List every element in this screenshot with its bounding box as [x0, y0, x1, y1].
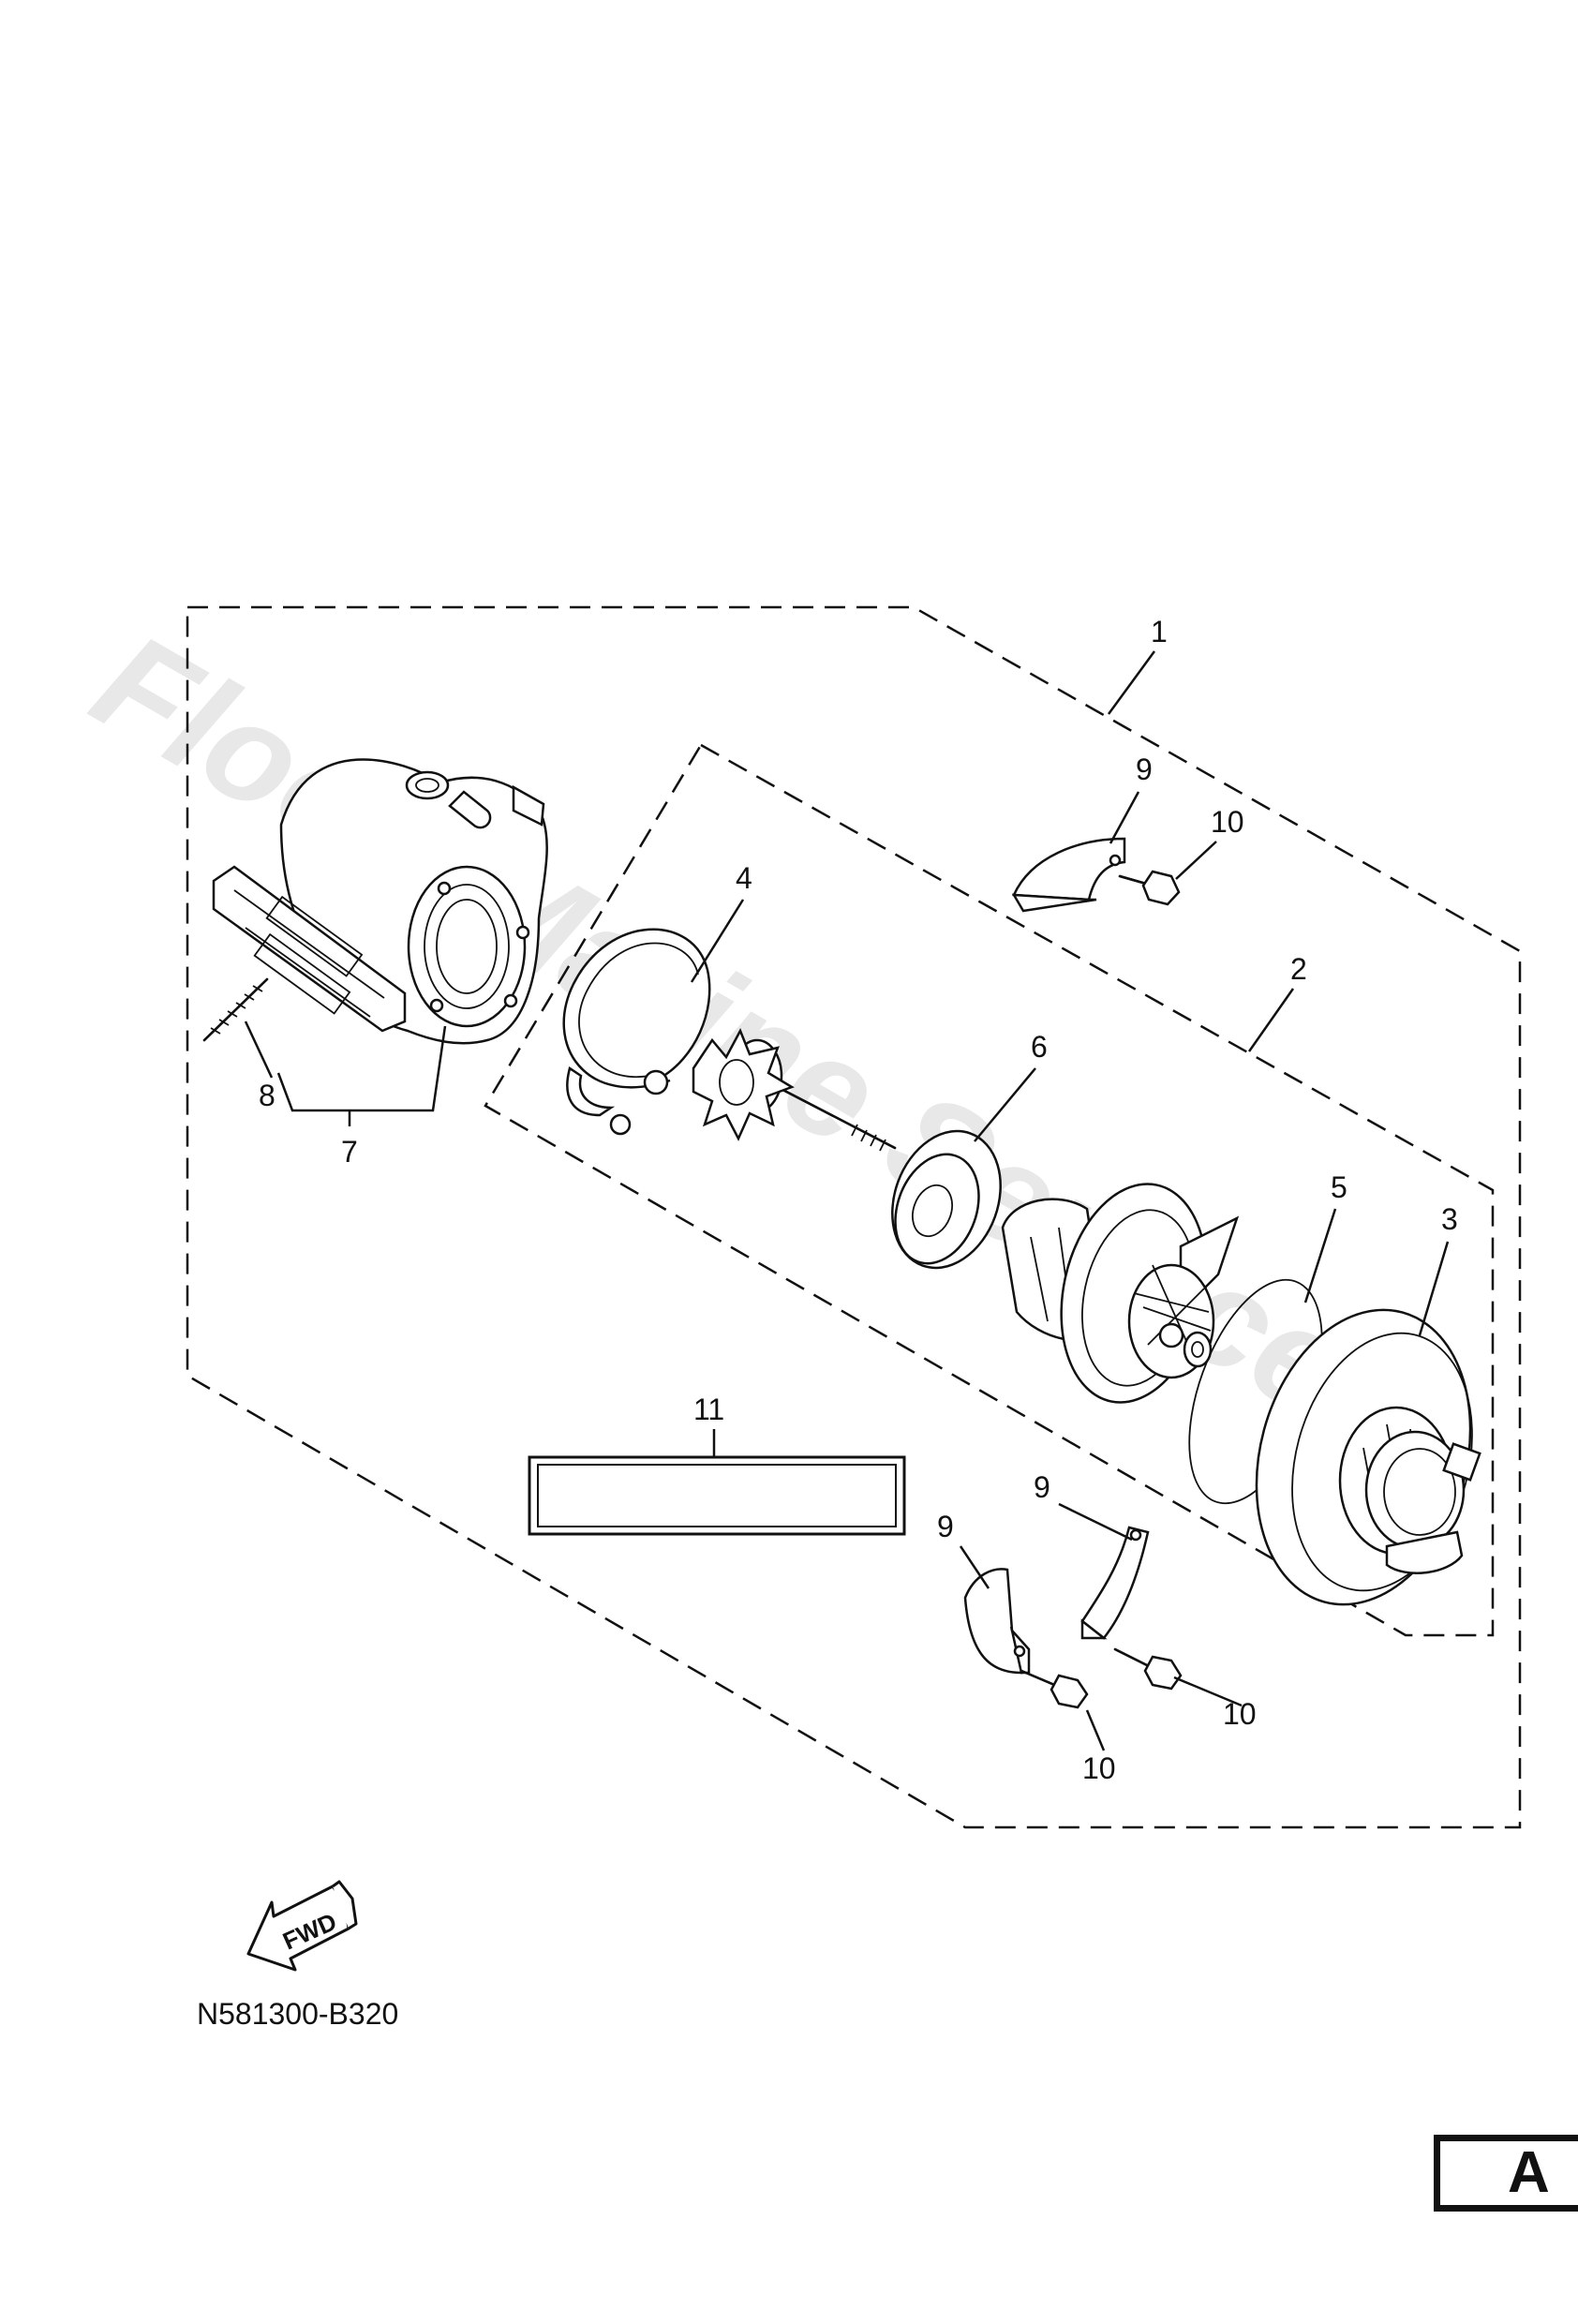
leader-10b — [1173, 1676, 1243, 1707]
turbine-wheel-shaft — [692, 1028, 897, 1152]
callout-10-upper: 10 — [1211, 805, 1244, 839]
callout-7: 7 — [341, 1135, 358, 1169]
turbine-housing — [212, 758, 548, 1045]
bolt-lower-left — [1020, 1669, 1089, 1709]
callout-9-right: 9 — [1034, 1470, 1050, 1504]
bracket-upper — [1011, 837, 1126, 913]
leader-7 — [276, 1025, 447, 1112]
page-tab-box: A — [1434, 2135, 1578, 2212]
leader-2 — [1247, 988, 1295, 1052]
callout-2: 2 — [1290, 952, 1307, 986]
bracket-lower-left — [963, 1568, 1031, 1675]
leader-9c — [959, 1545, 990, 1589]
gasket-kit — [528, 1455, 906, 1536]
assembly-boundary-1 — [186, 605, 1522, 1829]
leader-3 — [1418, 1241, 1450, 1336]
leader-4 — [690, 899, 745, 983]
leader-10a — [1175, 841, 1217, 880]
leader-10c — [1085, 1709, 1106, 1751]
bearing-housing — [1001, 1183, 1240, 1404]
leader-9a — [1109, 791, 1140, 844]
leader-8 — [244, 1020, 274, 1079]
page-tab-letter: A — [1508, 2140, 1550, 2205]
callout-10-right: 10 — [1223, 1697, 1257, 1731]
diagram-code: N581300-B320 — [197, 1997, 398, 2031]
callout-5: 5 — [1331, 1170, 1347, 1204]
callout-10-left: 10 — [1082, 1751, 1116, 1785]
stud-bolt — [202, 977, 269, 1042]
callout-1: 1 — [1151, 615, 1168, 648]
leader-9b — [1058, 1502, 1133, 1542]
bolt-upper — [1118, 870, 1181, 906]
snap-ring — [562, 928, 711, 1136]
shaft-nut — [1183, 1331, 1213, 1368]
compressor-housing — [1255, 1308, 1481, 1606]
leader-6 — [974, 1067, 1036, 1142]
bracket-lower-right — [1080, 1526, 1150, 1640]
callout-8: 8 — [259, 1079, 275, 1112]
seal-plate — [891, 1129, 1002, 1270]
callout-4: 4 — [736, 861, 752, 895]
callout-11: 11 — [693, 1393, 724, 1426]
leader-5 — [1303, 1208, 1337, 1304]
callout-9-upper: 9 — [1136, 752, 1153, 786]
fwd-arrow-icon: FWD — [246, 1880, 358, 1972]
leader-1 — [1107, 650, 1156, 715]
callout-6: 6 — [1031, 1030, 1048, 1064]
callout-3: 3 — [1441, 1202, 1458, 1236]
callout-9-left: 9 — [937, 1510, 954, 1543]
bolt-lower-right — [1113, 1647, 1183, 1691]
